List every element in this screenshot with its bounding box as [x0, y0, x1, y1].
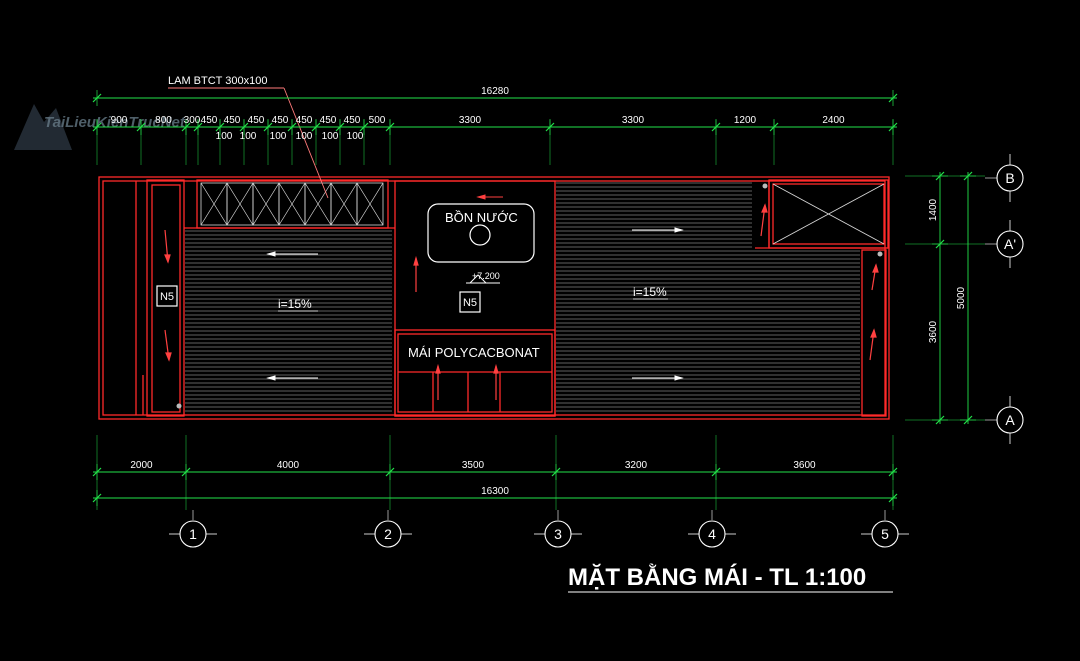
polycarbonate-roof-label: MÁI POLYCACBONAT	[408, 345, 540, 360]
tag-n5-center: N5	[459, 291, 481, 313]
grid-axes: 1 2 3 4 5 B A' A	[169, 154, 1024, 548]
level-text: +7.200	[472, 271, 500, 281]
dim-top-segment: 3300	[622, 115, 645, 126]
dim-top-segment: 450	[248, 115, 265, 126]
dim-bottom-segment: 4000	[277, 460, 300, 471]
dim-top-segment: 450	[344, 115, 361, 126]
dim-top-segment: 1200	[734, 115, 757, 126]
water-tank-label: BỒN NƯỚC	[445, 210, 518, 225]
dim-top-sub: 100	[216, 131, 233, 142]
drain-arrows	[164, 203, 879, 400]
dim-top-sub: 100	[322, 131, 339, 142]
dim-top-sub: 100	[296, 131, 313, 142]
shaft-cross	[772, 183, 885, 245]
slope-label-right: i=15%	[633, 285, 667, 299]
level-marker: +7.200	[466, 271, 500, 284]
dim-top-overall: 16280	[481, 86, 509, 97]
grid-x-label: 2	[384, 526, 392, 542]
drain-points	[176, 183, 883, 409]
louver-label: LAM BTCT 300x100	[168, 75, 267, 87]
dim-bottom-segment: 3200	[625, 460, 648, 471]
grid-x-label: 5	[881, 526, 889, 542]
dim-top-segment: 450	[201, 115, 218, 126]
dim-top-sub: 100	[347, 131, 364, 142]
tag-n5-left-text: N5	[160, 291, 174, 303]
dim-right-segment: 3600	[928, 320, 939, 343]
dim-top-segment: 2400	[822, 115, 845, 126]
dim-top-segment: 500	[369, 115, 386, 126]
dim-right-overall: 5000	[956, 286, 967, 309]
grid-y-label: A	[1005, 412, 1015, 428]
dim-top-segment: 800	[155, 115, 172, 126]
louver-leader	[168, 87, 329, 199]
dim-top-segment: 450	[272, 115, 289, 126]
dim-bottom-overall: 16300	[481, 486, 509, 497]
roof-walls	[98, 176, 890, 420]
slope-arrows	[266, 194, 684, 381]
dim-bottom-segment: 3600	[793, 460, 816, 471]
dim-top-sub: 100	[270, 131, 287, 142]
dim-bottom-segment: 3500	[462, 460, 485, 471]
dim-right-segment: 1400	[928, 198, 939, 221]
dim-top-segment: 450	[224, 115, 241, 126]
grid-x-label: 4	[708, 526, 716, 542]
dim-top-segment: 3300	[459, 115, 482, 126]
dim-top-sub: 100	[240, 131, 257, 142]
grid-x-label: 1	[189, 526, 197, 542]
dim-top-segment: 450	[296, 115, 313, 126]
dim-top-segment: 300	[184, 115, 201, 126]
drawing-title: MẶT BẰNG MÁI - TL 1:100	[568, 563, 866, 591]
grid-y-label: A'	[1004, 236, 1016, 252]
louver-grid	[200, 182, 384, 226]
dim-top-segment: 450	[320, 115, 337, 126]
roof-hatching	[185, 182, 860, 412]
water-tank: BỒN NƯỚC	[427, 203, 535, 263]
slope-label-left: i=15%	[278, 297, 312, 311]
tag-n5-center-text: N5	[463, 297, 477, 309]
dim-top-segment: 900	[111, 115, 128, 126]
grid-y-label: B	[1005, 170, 1014, 186]
grid-x-label: 3	[554, 526, 562, 542]
tag-n5-left: N5	[156, 285, 178, 307]
dim-bottom-segment: 2000	[130, 460, 153, 471]
